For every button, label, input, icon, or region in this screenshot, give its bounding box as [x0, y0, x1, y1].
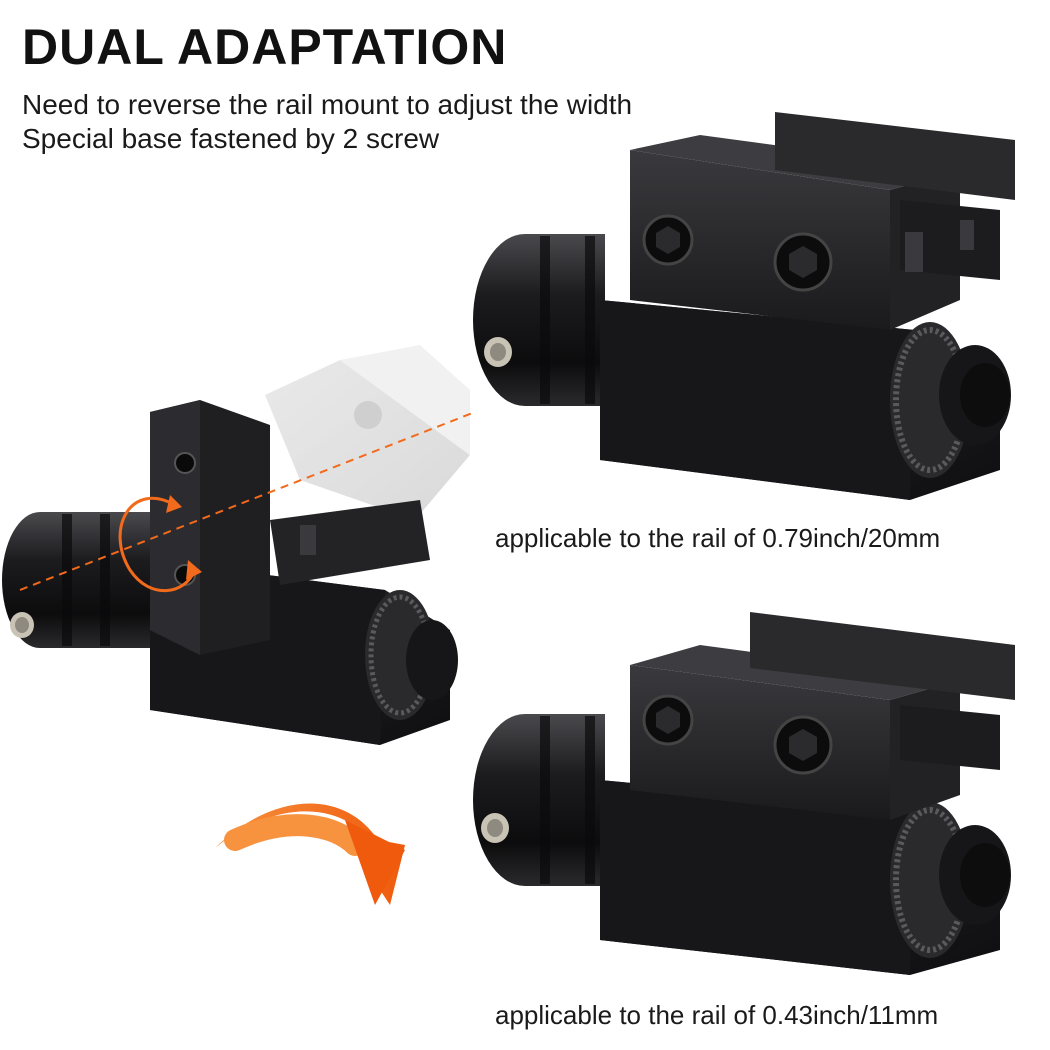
subtitle-line-2: Special base fastened by 2 screw [22, 123, 440, 154]
laser-sight-reversing [2, 345, 476, 745]
page-title: DUAL ADAPTATION [22, 19, 508, 75]
curved-arrow-icon [215, 803, 405, 905]
laser-sight-wide-rail [473, 112, 1015, 500]
ghost-mount [265, 345, 470, 520]
rotate-arrow-icon [118, 495, 202, 593]
caption-narrow-rail: applicable to the rail of 0.43inch/11mm [495, 1000, 939, 1030]
subtitle-line-1: Need to reverse the rail mount to adjust… [22, 89, 633, 120]
subtitle: Need to reverse the rail mount to adjust… [22, 88, 632, 156]
laser-sight-narrow-rail [473, 612, 1015, 975]
caption-wide-rail: applicable to the rail of 0.79inch/20mm [495, 523, 941, 553]
